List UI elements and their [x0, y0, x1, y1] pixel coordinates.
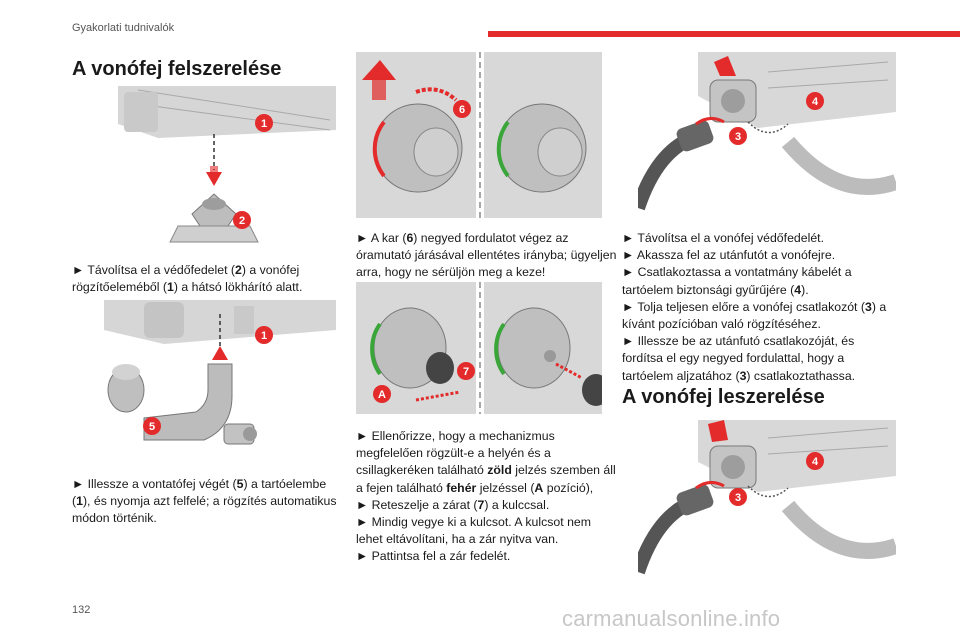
callout-6-label: 6	[459, 104, 465, 116]
callout-4-label: 4	[812, 96, 819, 108]
callout-5	[143, 417, 161, 435]
callout-4	[806, 452, 824, 470]
instruction-lock-check: ► Ellenőrizze, hogy a mechanizmus megfel…	[356, 429, 616, 564]
running-header: Gyakorlati tudnivalók	[72, 22, 175, 34]
callout-1-label: 1	[261, 330, 267, 342]
lock-cap-detached	[582, 374, 602, 406]
instruction-remove-cap: ► Távolítsa el a védőfedelet (2) a vonóf…	[72, 263, 303, 295]
instruction-insert-towball: ► Illessze a vontatófej végét (5) a tart…	[72, 477, 337, 526]
callout-1-label: 1	[261, 118, 267, 130]
figure-lever-turn: 6	[356, 52, 602, 218]
section-title-install: A vonófej felszerelése	[72, 58, 282, 80]
figure-disconnect-cable: 4 3	[638, 420, 896, 582]
figure-lock-key: 7 A	[356, 282, 602, 414]
illustration-remove-cap: 1 2	[118, 86, 336, 243]
callout-3	[729, 127, 747, 145]
section-title-remove: A vonófej leszerelése	[622, 386, 825, 408]
illustration-lever-turn: 6	[356, 52, 602, 218]
illustration-disconnect-cable: 4 3	[638, 420, 896, 575]
header-accent-bar	[488, 31, 960, 37]
illustration-lock-key: 7 A	[356, 282, 602, 414]
callout-1	[255, 114, 273, 132]
figure-connect-cable: 4 3	[638, 52, 896, 218]
callout-3	[729, 488, 747, 506]
figure-insert-towball: 1 5	[104, 300, 336, 462]
illustration-connect-cable: 4 3	[638, 52, 896, 211]
callout-2-label: 2	[239, 215, 245, 227]
callout-3-label: 3	[735, 492, 741, 504]
callout-A	[373, 385, 391, 403]
callout-4	[806, 92, 824, 110]
callout-1	[255, 326, 273, 344]
instruction-connect-cable: ► Távolítsa el a vonófej védőfedelét. ► …	[622, 231, 887, 383]
callout-7	[457, 362, 475, 380]
instruction-lever-turn: ► A kar (6) negyed fordulatot végez az ó…	[356, 231, 617, 280]
callout-3-label: 3	[735, 131, 741, 143]
callout-6	[453, 100, 471, 118]
callout-7-label: 7	[463, 366, 469, 378]
callout-A-label: A	[378, 389, 386, 401]
figure-remove-cap: 1 2	[118, 86, 336, 248]
callout-2	[233, 211, 251, 229]
callout-4-label: 4	[812, 456, 819, 468]
page-number: 132	[72, 604, 91, 616]
illustration-insert-towball: 1 5	[104, 300, 336, 445]
callout-5-label: 5	[149, 421, 155, 433]
watermark: carmanualsonline.info	[562, 606, 781, 631]
